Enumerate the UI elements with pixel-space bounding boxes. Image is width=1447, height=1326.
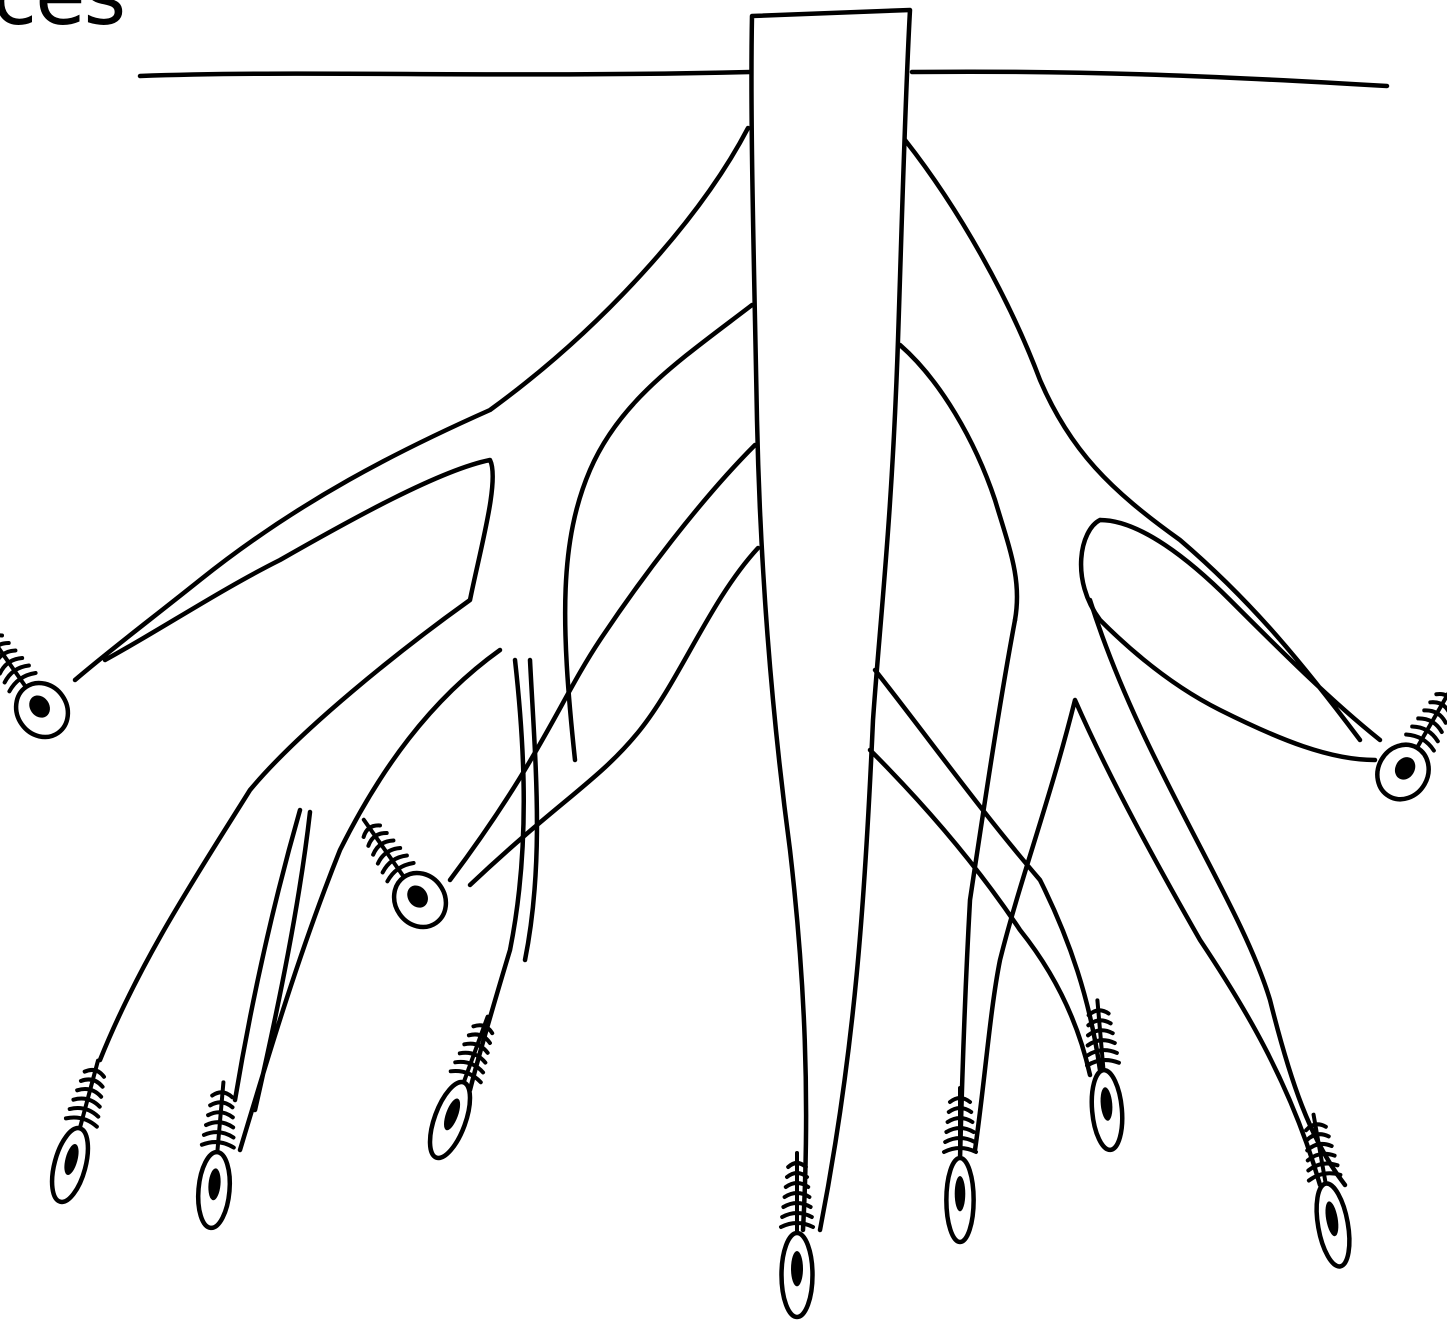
tip-right-3 — [1298, 1112, 1356, 1269]
tip-right-1 — [944, 1088, 976, 1242]
tip-far-left — [0, 615, 78, 747]
tip-left-lower-1 — [45, 1057, 114, 1206]
tip-center-left — [343, 805, 456, 937]
root-hairs — [447, 1011, 502, 1091]
main-root — [751, 10, 910, 1230]
meristem — [955, 1176, 966, 1211]
tip-main — [781, 1153, 813, 1317]
root-hairs — [63, 1057, 113, 1137]
title-fragment: ces — [0, 0, 124, 44]
tip-left-lower-2 — [195, 1081, 240, 1229]
meristem — [791, 1251, 803, 1286]
tip-center-lower — [421, 1011, 502, 1163]
lateral-root-center-left — [450, 445, 758, 885]
ground-line — [140, 72, 1387, 86]
root-tips — [0, 615, 1447, 1317]
root-hairs — [781, 1153, 813, 1237]
lateral-root-left-lower — [235, 650, 537, 1150]
root-hairs — [201, 1081, 239, 1158]
root-hairs — [944, 1088, 976, 1162]
lateral-root-right-upper — [900, 140, 1380, 760]
